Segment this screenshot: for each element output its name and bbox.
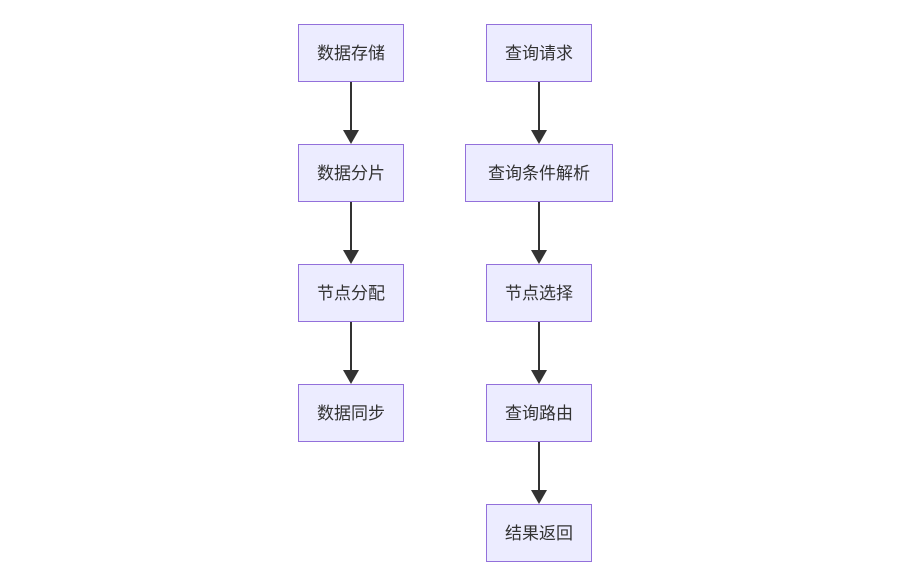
arrow-down-icon: [343, 202, 359, 264]
flow-node-label: 数据同步: [317, 403, 385, 423]
flow-node-node-selection: 节点选择: [486, 264, 592, 322]
flow-node-label: 查询路由: [505, 403, 573, 423]
arrowhead-icon: [531, 130, 547, 144]
flow-node-result-return: 结果返回: [486, 504, 592, 562]
flow-node-query-request: 查询请求: [486, 24, 592, 82]
flow-node-label: 结果返回: [505, 523, 573, 543]
flow-node-label: 查询请求: [505, 43, 573, 63]
arrow-down-icon: [531, 202, 547, 264]
flow-node-data-sync: 数据同步: [298, 384, 404, 442]
flow-node-query-routing: 查询路由: [486, 384, 592, 442]
arrow-shaft: [538, 322, 540, 371]
flow-node-query-condition-parse: 查询条件解析: [465, 144, 613, 202]
arrowhead-icon: [531, 370, 547, 384]
arrow-down-icon: [343, 82, 359, 144]
flow-node-node-allocation: 节点分配: [298, 264, 404, 322]
arrowhead-icon: [343, 130, 359, 144]
arrow-shaft: [538, 82, 540, 131]
flow-node-data-storage: 数据存储: [298, 24, 404, 82]
arrow-shaft: [350, 322, 352, 371]
arrowhead-icon: [343, 370, 359, 384]
arrow-shaft: [538, 442, 540, 491]
arrowhead-icon: [343, 250, 359, 264]
arrow-down-icon: [343, 322, 359, 384]
flow-node-label: 节点分配: [317, 283, 385, 303]
flow-node-label: 查询条件解析: [488, 163, 590, 183]
arrow-shaft: [538, 202, 540, 251]
arrowhead-icon: [531, 490, 547, 504]
arrow-down-icon: [531, 82, 547, 144]
arrow-down-icon: [531, 322, 547, 384]
arrow-down-icon: [531, 442, 547, 504]
arrowhead-icon: [531, 250, 547, 264]
arrow-shaft: [350, 82, 352, 131]
flow-node-data-sharding: 数据分片: [298, 144, 404, 202]
flow-node-label: 数据存储: [317, 43, 385, 63]
flow-node-label: 数据分片: [317, 163, 385, 183]
arrow-shaft: [350, 202, 352, 251]
flow-node-label: 节点选择: [505, 283, 573, 303]
